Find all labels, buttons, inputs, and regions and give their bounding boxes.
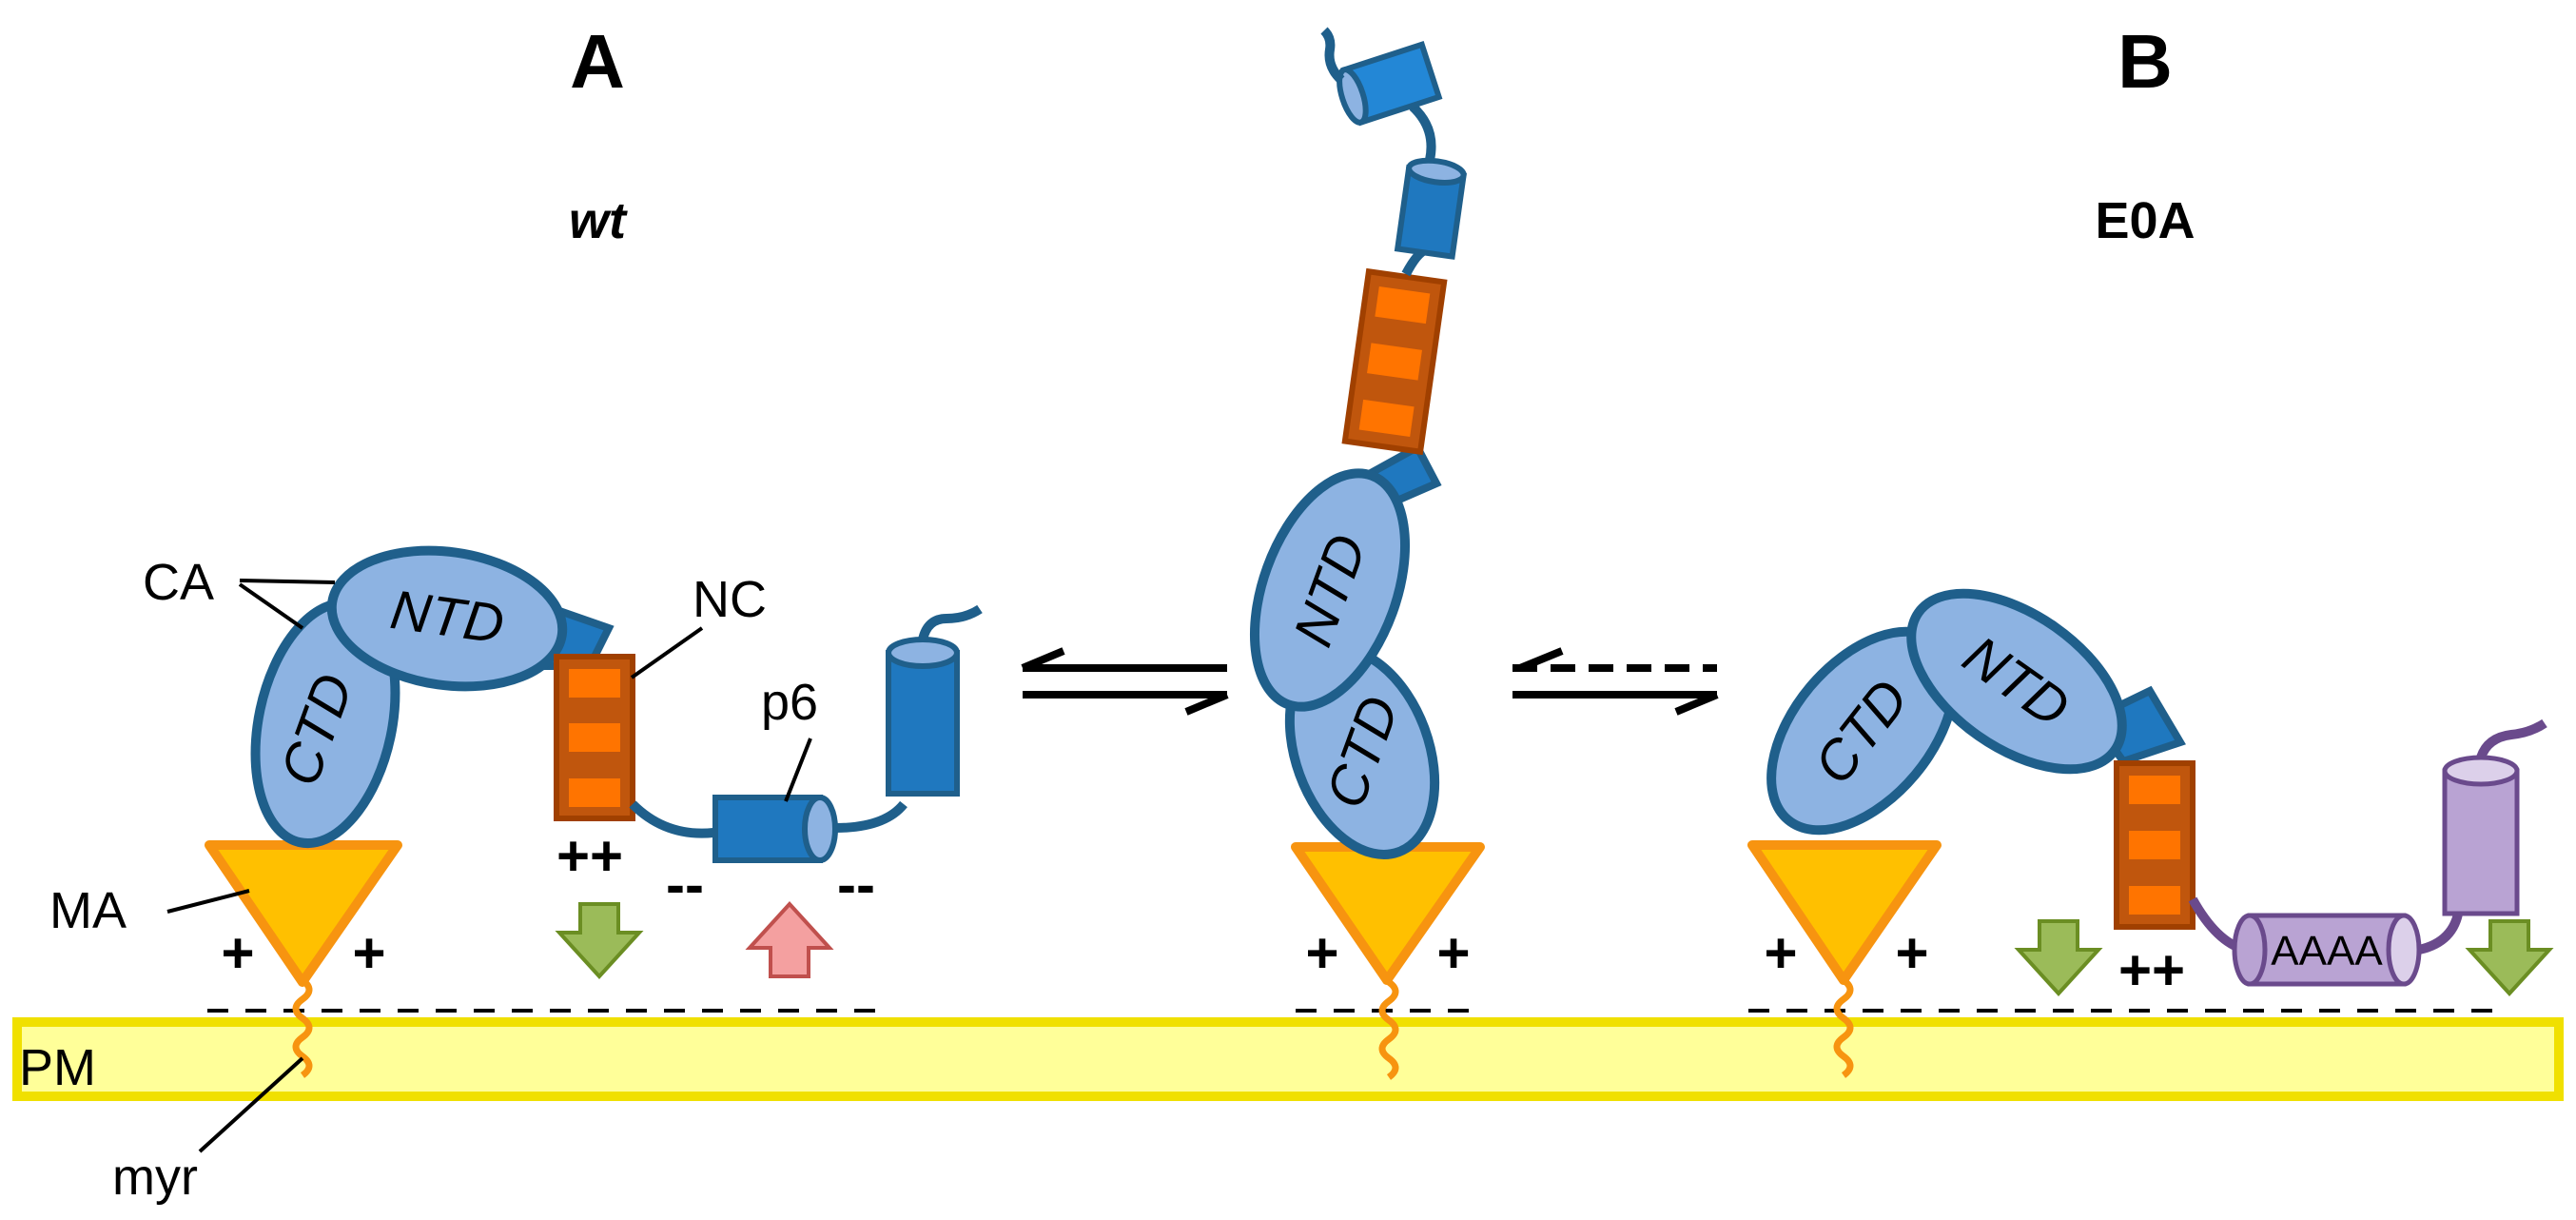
ma-plus-left-a: +	[221, 921, 254, 985]
ntd-domain-a	[326, 545, 568, 692]
red-up-arrow-a	[745, 901, 834, 978]
myr-leader-line	[198, 1056, 304, 1153]
panel-a-gag	[205, 545, 983, 1078]
nc-plus-a: ++	[556, 824, 623, 888]
equilibrium-arrows-left	[1021, 647, 1229, 716]
ma-leader-line	[166, 889, 250, 914]
p6-minus-left-a: --	[666, 853, 704, 916]
ma-plus-right-middle: +	[1436, 921, 1470, 985]
myr-anchor-a	[292, 977, 313, 1078]
ma-triangle-b	[1747, 840, 1942, 985]
pm-label: PM	[19, 1039, 96, 1096]
panel-b-letter: B	[2117, 19, 2173, 104]
plasma-membrane	[12, 1017, 2564, 1101]
p6-helix-upper-middle	[1337, 41, 1443, 127]
p6-minus-right-a: --	[837, 853, 875, 916]
panel-b-condition: E0A	[2095, 192, 2195, 249]
mutant-helix-horizontal-b	[2232, 913, 2422, 987]
p6-helix-vertical-a	[886, 637, 960, 797]
aaaa-label: AAAA	[2271, 928, 2383, 974]
ma-plus-left-middle: +	[1305, 921, 1338, 985]
ntd-domain-middle	[1249, 468, 1411, 712]
p6-leader-line	[784, 738, 812, 802]
ca-label: CA	[143, 554, 214, 611]
p6-helix-lower-middle	[1394, 157, 1467, 260]
p6-helix-horizontal-a	[712, 795, 838, 863]
green-down-arrow-b-left	[2014, 919, 2103, 996]
nc-plus-b: ++	[2118, 938, 2185, 1002]
nc-label: NC	[693, 571, 767, 628]
ma-label: MA	[49, 882, 127, 939]
ntd-domain-b	[1906, 588, 2127, 775]
nc-domain-middle	[1341, 267, 1448, 456]
green-down-arrow-a	[555, 902, 644, 979]
ma-plus-left-b: +	[1764, 921, 1797, 985]
mutant-helix-vertical-b	[2442, 755, 2520, 916]
equilibrium-arrows-right	[1512, 647, 1719, 716]
panel-b-gag	[1747, 588, 2547, 1078]
myr-label: myr	[112, 1149, 198, 1206]
nc-leader-line	[630, 626, 704, 679]
ma-plus-right-b: +	[1895, 921, 1928, 985]
ma-plus-right-a: +	[352, 921, 385, 985]
p6-label: p6	[761, 674, 818, 731]
panel-a-letter: A	[570, 19, 625, 104]
ca-leader-lines	[238, 579, 336, 630]
panel-a-condition: wt	[569, 192, 628, 249]
middle-gag	[1249, 27, 1485, 1080]
green-down-arrow-b-right	[2465, 919, 2554, 996]
